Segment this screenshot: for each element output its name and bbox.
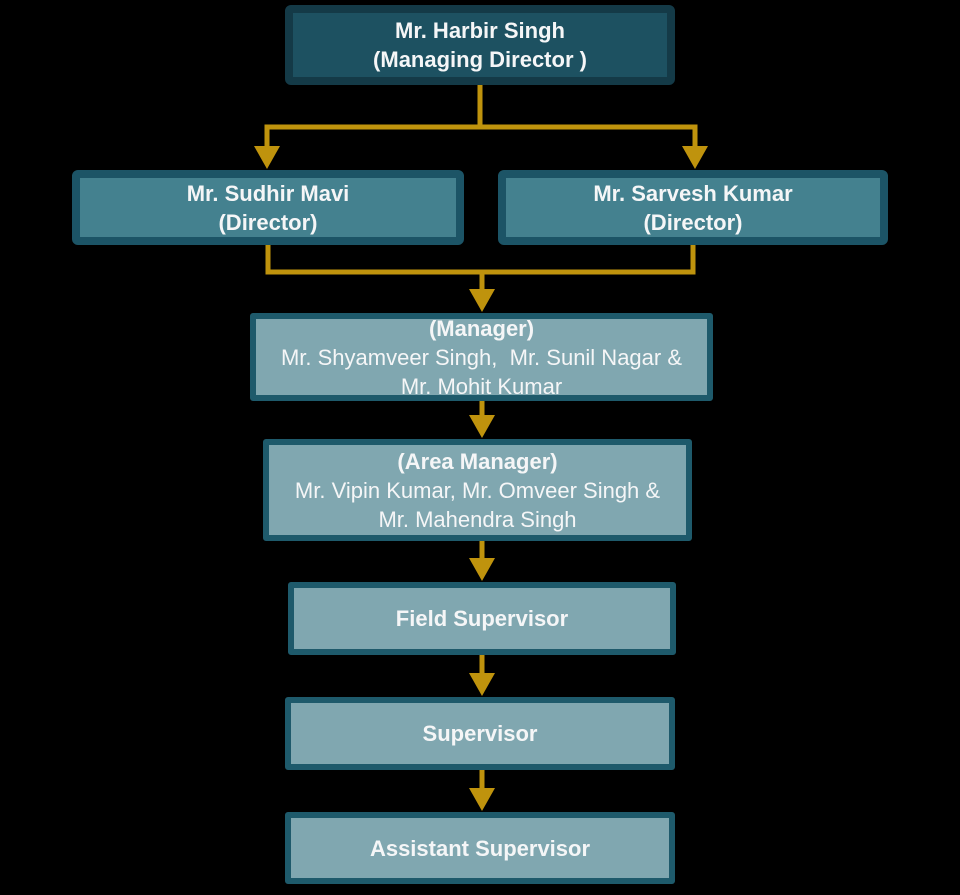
- person-name: Mr. Sarvesh Kumar: [593, 180, 793, 206]
- org-node-director-sudhir-mavi: Mr. Sudhir Mavi (Director): [72, 170, 464, 245]
- org-node-director-sarvesh-kumar: Mr. Sarvesh Kumar (Director): [498, 170, 888, 245]
- arrowhead-down-icon: [469, 788, 495, 811]
- person-names: Mr. Mohit Kumar: [400, 373, 563, 399]
- connector-md-to-directors: [264, 124, 698, 148]
- org-node-field-supervisor: Field Supervisor: [288, 582, 676, 655]
- person-role: (Managing Director ): [373, 47, 587, 72]
- org-node-area-managers: (Area Manager) Mr. Vipin Kumar, Mr. Omve…: [263, 439, 692, 541]
- role-title: (Manager): [428, 315, 535, 341]
- arrowhead-down-icon: [254, 146, 280, 169]
- role-title: Assistant Supervisor: [369, 835, 591, 861]
- role-title: Field Supervisor: [395, 606, 569, 631]
- connector-directors-to-manager: [265, 245, 696, 275]
- person-names: Mr. Vipin Kumar, Mr. Omveer Singh &: [294, 477, 661, 503]
- org-node-assistant-supervisor: Assistant Supervisor: [285, 812, 675, 884]
- person-role: (Director): [218, 209, 318, 235]
- role-title: Supervisor: [422, 721, 538, 746]
- arrowhead-down-icon: [682, 146, 708, 169]
- org-node-supervisor: Supervisor: [285, 697, 675, 770]
- org-node-managing-director: Mr. Harbir Singh (Managing Director ): [285, 5, 675, 85]
- arrowhead-down-icon: [469, 415, 495, 438]
- person-role: (Director): [643, 209, 743, 235]
- arrowhead-down-icon: [469, 289, 495, 312]
- person-name: Mr. Harbir Singh: [395, 18, 565, 43]
- role-title: (Area Manager): [397, 448, 558, 474]
- arrowhead-down-icon: [469, 673, 495, 696]
- person-names: Mr. Mahendra Singh: [378, 506, 577, 532]
- org-node-managers: (Manager) Mr. Shyamveer Singh, Mr. Sunil…: [250, 313, 713, 401]
- person-name: Mr. Sudhir Mavi: [186, 180, 350, 206]
- person-names: Mr. Shyamveer Singh, Mr. Sunil Nagar &: [280, 344, 683, 370]
- arrowhead-down-icon: [469, 558, 495, 581]
